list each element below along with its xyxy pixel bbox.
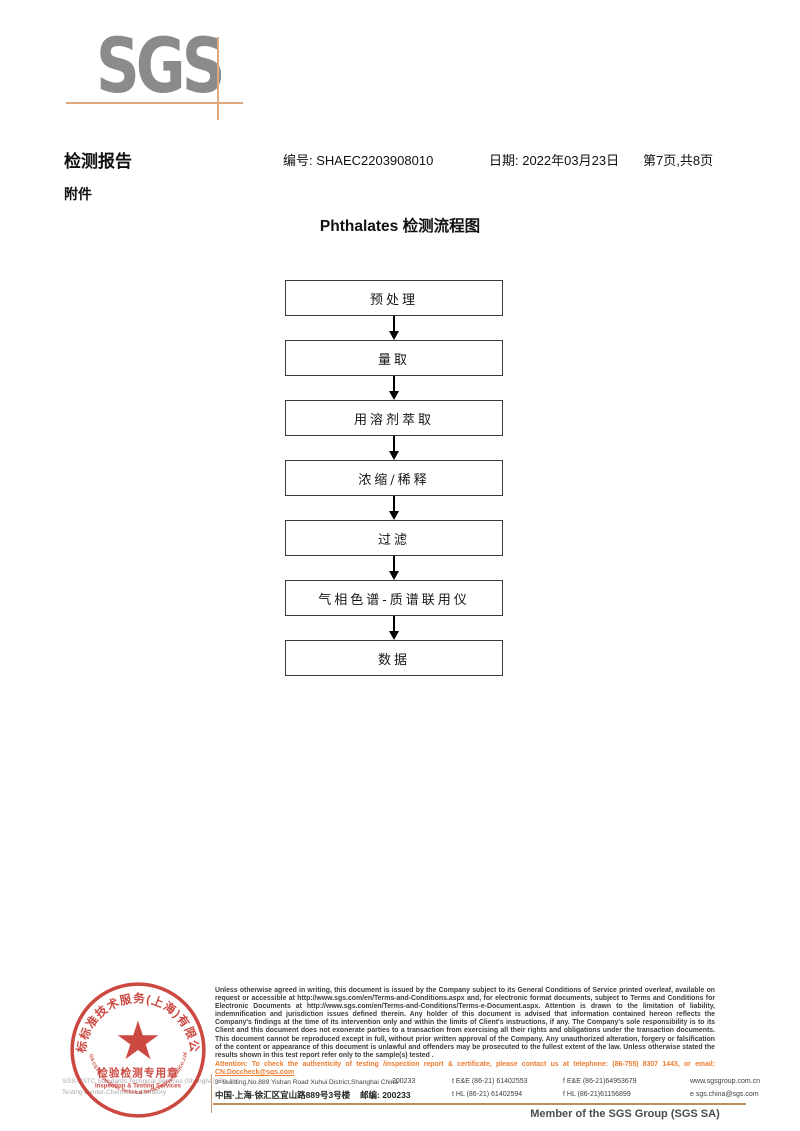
report-number: 编号: SHAEC2203908010	[283, 153, 434, 168]
flow-step-label: 预处理	[369, 292, 418, 308]
fax-hl: f HL (86-21)61156899	[563, 1091, 631, 1098]
flow-step-label: 数据	[377, 652, 410, 668]
flow-arrow-down-icon	[285, 616, 503, 640]
flow-arrow-down-icon	[285, 316, 503, 340]
sgs-logo: SGS	[96, 21, 225, 110]
flow-arrow-down-icon	[285, 496, 503, 520]
flow-step-box: 气相色谱-质谱联用仪	[285, 580, 503, 616]
flow-step-box: 量取	[285, 340, 503, 376]
zip-cn: 邮编: 200233	[360, 1090, 411, 1100]
email-address: e sgs.china@sgs.com	[690, 1091, 759, 1098]
tel-ee: t E&E (86-21) 61402553	[452, 1078, 528, 1085]
zip-en: 200233	[392, 1078, 416, 1085]
tel-hl: t HL (86-21) 61402594	[452, 1091, 523, 1098]
logo-accent-hline	[66, 102, 243, 104]
flowchart-steps: 预处理量取用溶剂萃取浓缩/稀释过滤气相色谱-质谱联用仪数据	[285, 280, 503, 676]
footer-vertical-divider	[211, 1074, 212, 1113]
stamp-cn-line: 检验检测专用章	[97, 1066, 178, 1079]
attachment-label: 附件	[64, 186, 92, 202]
logo-accent-vline	[217, 37, 219, 120]
flow-step-box: 预处理	[285, 280, 503, 316]
doccheck-email-link: CN.Doccheck@sgs.com	[215, 1068, 295, 1076]
flow-arrow-down-icon	[285, 436, 503, 460]
attention-text: Attention: To check the authenticity of …	[215, 1060, 715, 1068]
flow-step-box: 浓缩/稀释	[285, 460, 503, 496]
flow-step-label: 浓缩/稀释	[358, 472, 430, 488]
flowchart-title: Phthalates 检测流程图	[319, 218, 481, 235]
flow-step-label: 气相色谱-质谱联用仪	[318, 592, 470, 608]
stamp-en-line: Inspection & Testing Services	[95, 1082, 182, 1089]
attention-note: Attention: To check the authenticity of …	[215, 1061, 715, 1077]
member-label: Member of the SGS Group (SGS SA)	[530, 1108, 720, 1120]
stamp-circle	[70, 982, 206, 1118]
flow-step-box: 数据	[285, 640, 503, 676]
legal-disclaimer: Unless otherwise agreed in writing, this…	[215, 987, 715, 1077]
flow-arrow-down-icon	[285, 556, 503, 580]
flow-step-label: 用溶剂萃取	[353, 412, 434, 428]
address-cn: 中国·上海·徐汇区宜山路889号3号楼	[215, 1090, 351, 1100]
legal-paragraph: Unless otherwise agreed in writing, this…	[215, 987, 715, 1059]
report-date: 日期: 2022年03月23日	[489, 153, 620, 168]
company-stamp: 通标标准技术服务(上海)有限公司 SGS-CSTC Standards Tech…	[62, 974, 206, 1118]
footer-rule	[213, 1103, 746, 1105]
flow-step-box: 过滤	[285, 520, 503, 556]
flow-step-label: 过滤	[377, 532, 410, 548]
company-name-line2: Testing Center-Chemical Laboratory	[62, 1089, 167, 1096]
flow-step-label: 量取	[377, 352, 410, 368]
fax-ee: f E&E (86-21)64953679	[563, 1078, 637, 1085]
report-title: 检测报告	[64, 152, 132, 171]
flow-arrow-down-icon	[285, 376, 503, 400]
address-en: 3ʳᵈBuilding,No.889 Yishan Road Xuhui Dis…	[215, 1079, 398, 1086]
website-url: www.sgsgroup.com.cn	[690, 1078, 761, 1085]
page-indicator: 第7页,共8页	[643, 153, 714, 168]
company-name-line1: SGS-CSTC Standards Technical Services (S…	[62, 1078, 241, 1085]
stamp-star-icon	[117, 1020, 159, 1060]
flow-step-box: 用溶剂萃取	[285, 400, 503, 436]
